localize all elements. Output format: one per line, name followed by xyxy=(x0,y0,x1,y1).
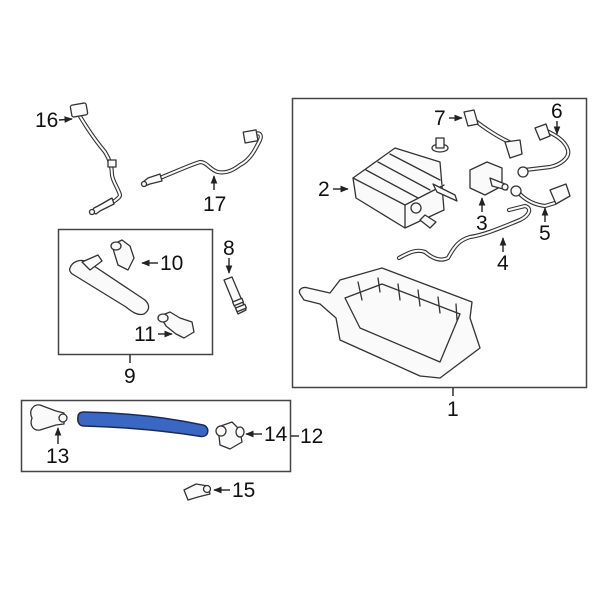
purge-valve-3[interactable] xyxy=(469,161,509,196)
oxygen-sensor-17[interactable] xyxy=(140,129,263,188)
group-12-box xyxy=(20,399,292,473)
vapor-canister-2[interactable] xyxy=(352,147,458,229)
cap[interactable] xyxy=(431,137,449,153)
callout-label-11: 11 xyxy=(134,323,156,346)
callout-label-9: 9 xyxy=(124,365,136,388)
connector-13[interactable] xyxy=(30,404,68,431)
callout-label-8: 8 xyxy=(223,237,235,260)
callout-label-15: 15 xyxy=(232,479,256,502)
callout-label-5: 5 xyxy=(539,222,551,245)
callout-label-4: 4 xyxy=(497,252,509,275)
oxygen-sensor-16[interactable] xyxy=(69,102,123,216)
callout-label-10: 10 xyxy=(160,252,184,275)
callout-label-1: 1 xyxy=(447,398,459,421)
callout-label-3: 3 xyxy=(476,212,488,235)
callout-label-16: 16 xyxy=(35,109,59,132)
hose-12-highlighted[interactable] xyxy=(77,411,209,438)
connector-8[interactable] xyxy=(223,276,248,315)
wire-harness-6[interactable] xyxy=(517,123,571,178)
connector-15[interactable] xyxy=(183,483,212,501)
vapor-line-4[interactable] xyxy=(396,203,532,262)
canister-tray[interactable] xyxy=(298,267,481,379)
connector-11[interactable] xyxy=(157,311,195,339)
callout-label-12: 12 xyxy=(300,425,324,448)
group-1-box xyxy=(291,97,588,389)
callout-label-14: 14 xyxy=(264,423,288,446)
callout-label-6: 6 xyxy=(551,100,563,123)
callout-label-2: 2 xyxy=(318,178,330,201)
hose-9[interactable] xyxy=(68,254,150,316)
callout-label-13: 13 xyxy=(46,445,70,468)
callout-16 xyxy=(58,116,73,123)
callout-label-7: 7 xyxy=(434,107,446,130)
connector-14[interactable] xyxy=(215,421,245,450)
callout-label-17: 17 xyxy=(203,193,227,216)
connector-10[interactable] xyxy=(110,239,135,271)
wire-harness-5[interactable] xyxy=(510,183,571,209)
hose-connector-7[interactable] xyxy=(463,109,523,159)
group-9-box xyxy=(57,228,214,356)
